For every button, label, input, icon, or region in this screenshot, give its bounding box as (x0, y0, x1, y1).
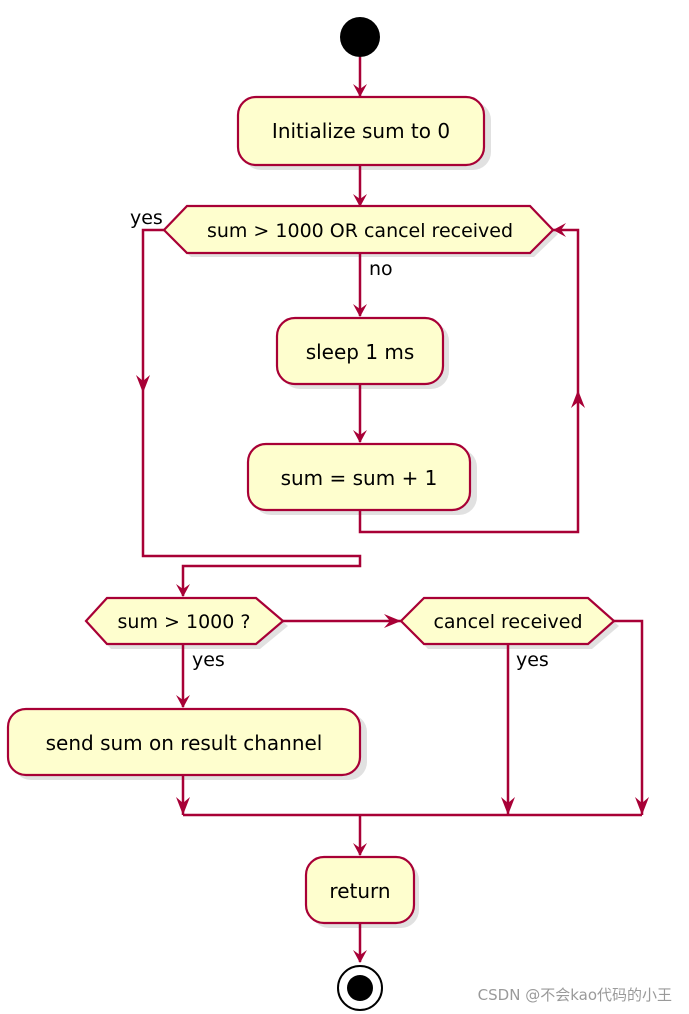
decision-cancel-check-label: cancel received (433, 611, 582, 633)
arrowhead (176, 695, 190, 708)
guard-cancel-yes: yes (516, 649, 549, 671)
action-send-label: send sum on result channel (46, 731, 323, 755)
arrowhead (384, 614, 401, 628)
decision-sum-check (84, 596, 285, 646)
guard-loop-no: no (369, 258, 393, 280)
action-sleep-label: sleep 1 ms (306, 340, 415, 364)
guard-sum-yes: yes (192, 649, 225, 671)
decision-loop-condition-label: sum > 1000 OR cancel received (207, 220, 513, 242)
arrowhead (501, 797, 515, 815)
decision-cancel-check (399, 596, 616, 646)
arrowhead (353, 950, 367, 963)
edge-loop-back (358, 228, 580, 534)
arrowhead (635, 797, 649, 815)
arrowhead (353, 84, 367, 97)
action-initialize-label: Initialize sum to 0 (272, 119, 450, 143)
arrowhead (136, 375, 150, 393)
guard-loop-yes: yes (130, 207, 163, 229)
action-return-label: return (329, 879, 390, 903)
decision-sum-check-label: sum > 1000 ? (118, 611, 251, 633)
arrowhead (176, 584, 190, 597)
arrowhead (353, 430, 367, 443)
edge-loop-exit (141, 228, 362, 596)
stop-node-inner (347, 975, 373, 1001)
arrowhead (353, 304, 367, 317)
arrowhead (553, 223, 566, 237)
arrowhead (176, 797, 190, 815)
edge-cancel-no (614, 619, 644, 815)
watermark: CSDN @不会kao代码的小王 (478, 986, 672, 1004)
arrowhead (571, 390, 585, 408)
start-node (340, 17, 380, 57)
arrowhead (353, 843, 367, 856)
action-increment-label: sum = sum + 1 (281, 466, 438, 490)
arrowhead (353, 194, 367, 207)
